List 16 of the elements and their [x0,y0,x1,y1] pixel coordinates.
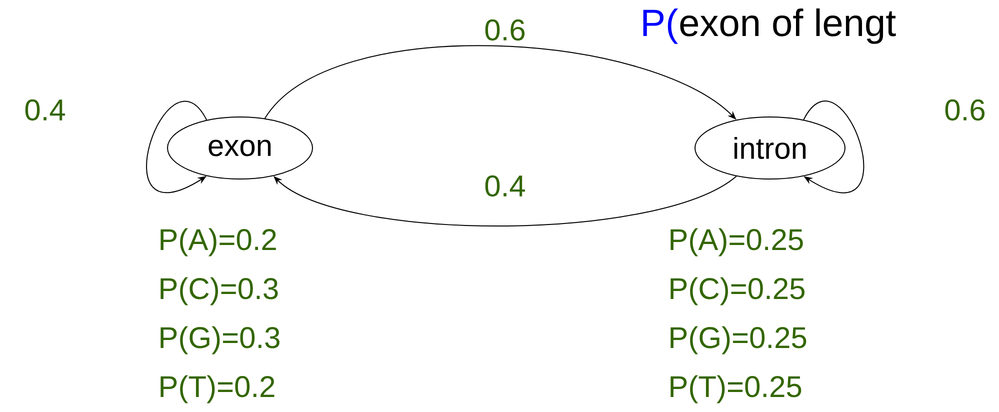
edge-label: 0.4 [25,99,65,121]
emission-probability: P(G)=0.3 [160,326,280,354]
edge-label: 0.4 [485,175,525,197]
emission-probability: P(T)=0.25 [670,375,802,404]
emission-probability: P(A)=0.25 [670,228,803,256]
emission-probability: P(G)=0.25 [670,326,806,354]
title-text: P( [643,8,678,44]
emission-probability: P(A)=0.2 [160,228,276,256]
emission-probability: P(C)=0.25 [670,277,804,306]
emission-probability: P(C)=0.3 [160,277,278,306]
edge-label: 0.6 [945,99,985,121]
emission-probability: P(T)=0.2 [160,375,274,404]
title-text: exon of lengt [680,8,896,44]
arrow [146,100,208,193]
arrow [803,100,864,194]
edge-label: 0.6 [485,19,525,41]
